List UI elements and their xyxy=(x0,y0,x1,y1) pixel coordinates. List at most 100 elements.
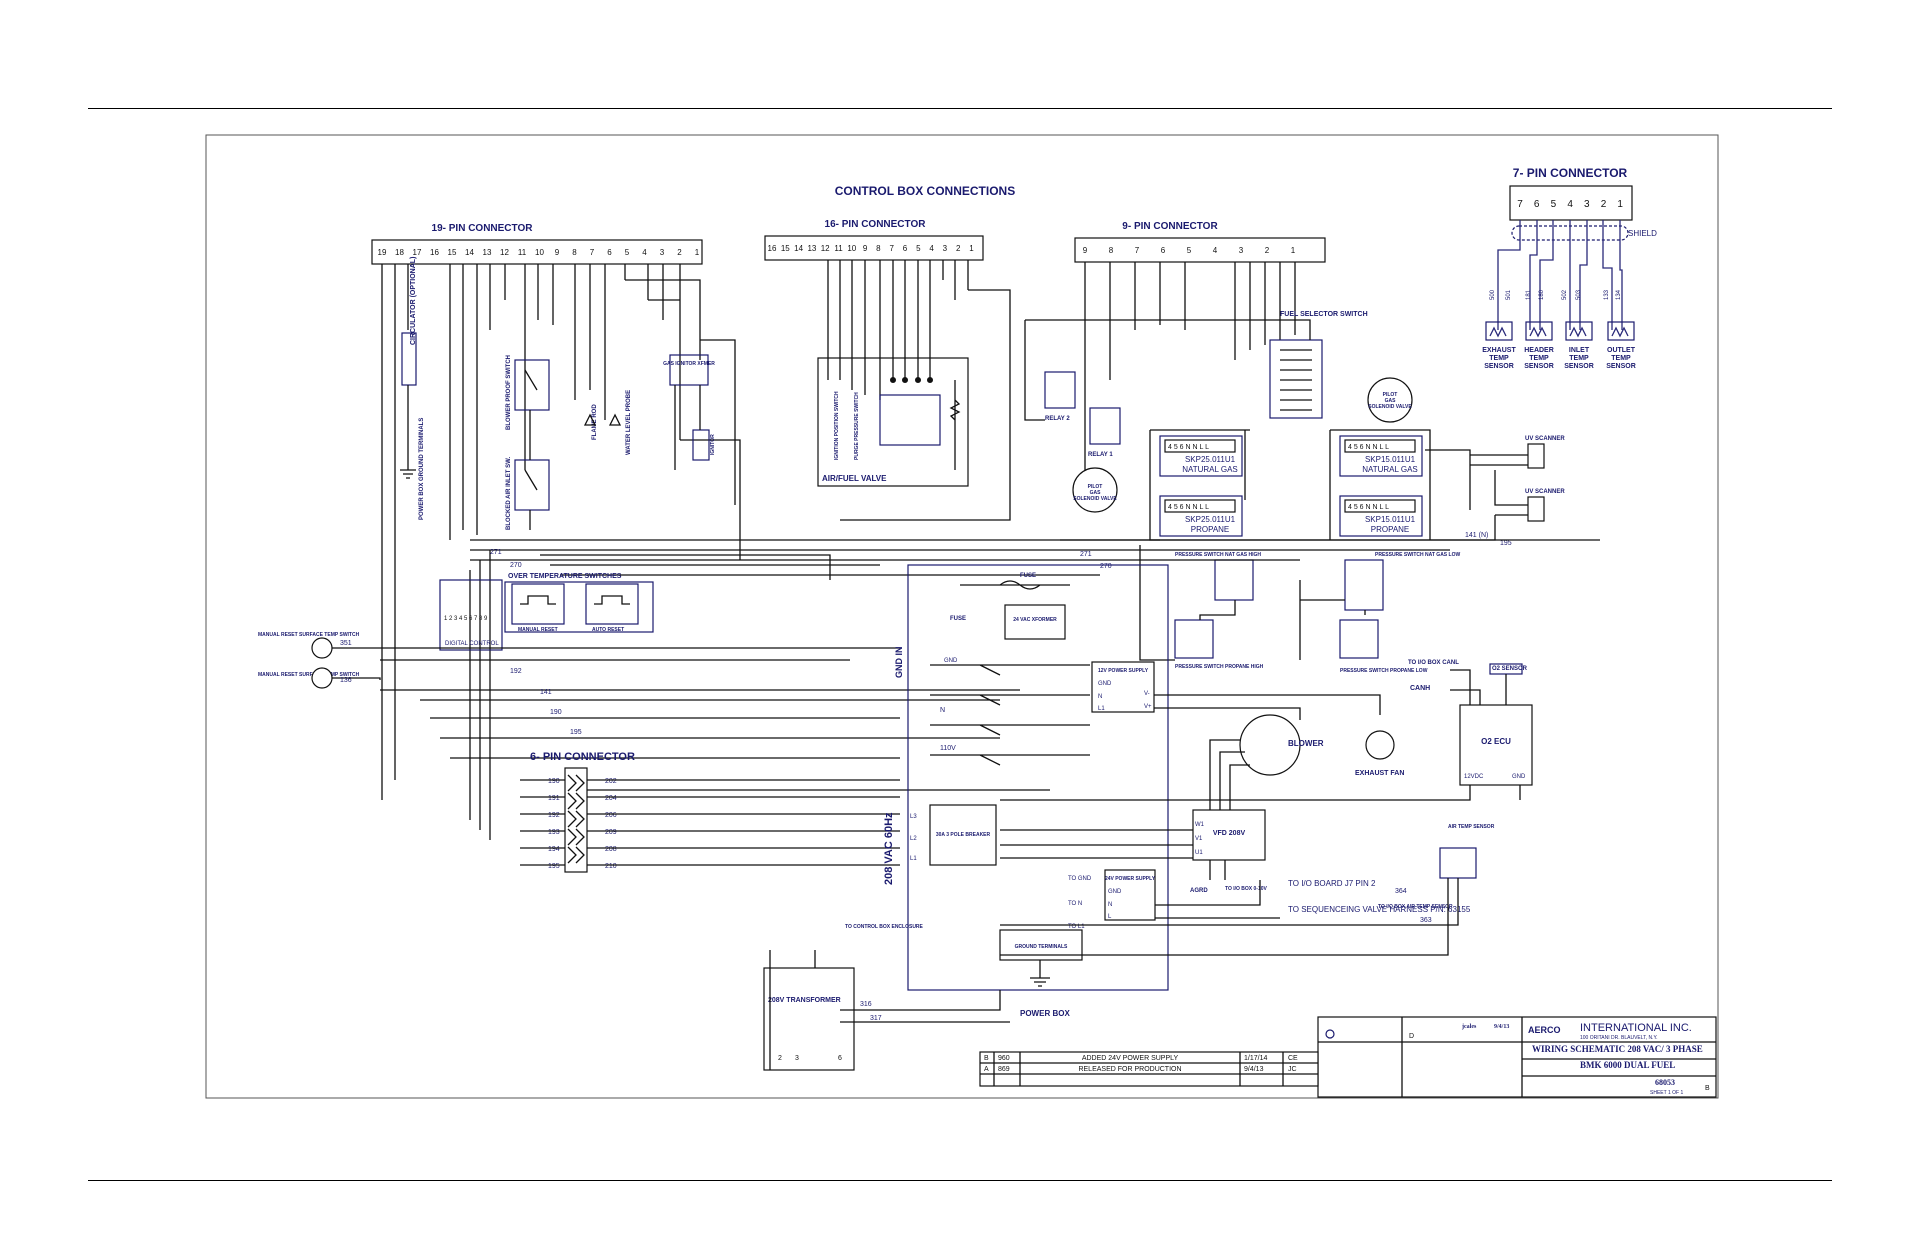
svg-text:270: 270 xyxy=(1100,563,1112,570)
size-letter: D xyxy=(1409,1033,1414,1040)
ps-nat-low-label: PRESSURE SWITCH NAT GAS LOW xyxy=(1375,552,1460,558)
svg-text:190: 190 xyxy=(550,709,562,716)
svg-text:192: 192 xyxy=(510,668,522,675)
connector-19-pin-5: 5 xyxy=(625,248,630,257)
circulator-label: CIRCULATOR (OPTIONAL) xyxy=(410,257,417,345)
connector-16-pin-4: 4 xyxy=(929,244,934,253)
rev-row-letter: B xyxy=(984,1055,989,1062)
io-010-label: TO I/O BOX 0-10V xyxy=(1225,886,1268,892)
breaker-label: 30A 3 POLE BREAKER xyxy=(936,832,991,838)
over-temp-label: OVER TEMPERATURE SWITCHES xyxy=(508,573,622,580)
connector-16-pin-8: 8 xyxy=(876,244,881,253)
connector-19-pin-11: 11 xyxy=(518,248,527,257)
svg-text:PROPANE: PROPANE xyxy=(1191,525,1230,534)
ignition-switch-label: IGNITION POSITION SWITCH xyxy=(834,391,840,460)
svg-text:SKP25.011U1: SKP25.011U1 xyxy=(1185,515,1236,524)
connector-16-pin-12: 12 xyxy=(821,244,830,253)
valve-ng-left: 4 5 6 N N L L SKP25.011U1 NATURAL GAS xyxy=(1159,435,1243,477)
relay-1-label: RELAY 1 xyxy=(1088,452,1113,458)
connector-7-pin-2: 2 xyxy=(1601,199,1607,210)
header-rule xyxy=(88,108,1832,109)
rev-letter: B xyxy=(1705,1085,1710,1092)
sheet-number: SHEET 1 OF 1 xyxy=(1650,1090,1683,1096)
connector-16-pin-7: 7 xyxy=(889,244,894,253)
power-box: POWER BOX FUSE FUSE 24 VAC XFORMER GND I… xyxy=(845,564,1169,1018)
relay-2-label: RELAY 2 xyxy=(1045,416,1070,422)
svg-text:NATURAL GAS: NATURAL GAS xyxy=(1362,465,1418,474)
connector-7-pin-1: 1 xyxy=(1617,199,1623,210)
rev-row-date: 1/17/14 xyxy=(1244,1055,1267,1062)
sensor-wire-label: 502 xyxy=(1562,289,1568,300)
c6-right-wire: 208 xyxy=(605,846,617,853)
svg-text:195: 195 xyxy=(570,729,582,736)
svg-text:V-: V- xyxy=(1144,691,1150,697)
svg-text:U1: U1 xyxy=(1195,850,1203,856)
rev-row-date: 9/4/13 xyxy=(1244,1066,1264,1073)
connector-19-pin-14: 14 xyxy=(465,248,474,257)
connector-19-pin-3: 3 xyxy=(660,248,665,257)
company-name: INTERNATIONAL INC. xyxy=(1580,1022,1692,1034)
to-seq-label: TO SEQUENCEING VALVE HARNESS P/N: 63155 xyxy=(1288,905,1471,914)
c6-right-wire: 206 xyxy=(605,812,617,819)
svg-text:270: 270 xyxy=(510,562,522,569)
connector-9-pin-8: 8 xyxy=(1109,246,1114,255)
drawing-title-line1: WIRING SCHEMATIC 208 VAC/ 3 PHASE xyxy=(1532,1044,1703,1054)
svg-text:271: 271 xyxy=(490,549,502,556)
io-air-label: TO I/O BOX AIR TEMP SENSOR xyxy=(1378,904,1453,910)
ps-pro-low-label: PRESSURE SWITCH PROPANE LOW xyxy=(1340,668,1428,674)
svg-text:V+: V+ xyxy=(1144,704,1152,710)
sensor-wire-label: 133 xyxy=(1604,289,1610,300)
connector-7-label: 7- PIN CONNECTOR xyxy=(1513,166,1628,180)
svg-text:AERCO: AERCO xyxy=(1528,1025,1561,1035)
svg-text:PROPANE: PROPANE xyxy=(1371,525,1410,534)
c6-left-wire: 191 xyxy=(548,795,560,802)
connector-19-pin-2: 2 xyxy=(677,248,682,257)
flame-rod-label: FLAME ROD xyxy=(592,404,598,440)
wiring-19-pin: CIRCULATOR (OPTIONAL) POWER BOX GROUND T… xyxy=(381,257,741,800)
c6-left-wire: 194 xyxy=(548,846,560,853)
title-block: AERCO INTERNATIONAL INC. 100 ORITANI DR.… xyxy=(979,1016,1717,1098)
connector-9-pin-4: 4 xyxy=(1213,246,1218,255)
gnd-in-label: GND IN xyxy=(894,647,904,679)
sensor-wire-label: 180 xyxy=(1539,289,1545,300)
c6-left-wire: 190 xyxy=(548,778,560,785)
connector-9-pin-5: 5 xyxy=(1187,246,1192,255)
connector-9-pin-6: 6 xyxy=(1161,246,1166,255)
to-control-box-label: TO CONTROL BOX ENCLOSURE xyxy=(845,924,924,930)
manual-reset-label: MANUAL RESET xyxy=(518,627,558,633)
svg-text:V1: V1 xyxy=(1195,836,1203,842)
ps-pro-high-label: PRESSURE SWITCH PROPANE HIGH xyxy=(1175,664,1264,670)
svg-text:N: N xyxy=(1098,694,1102,700)
ps-nat-high-label: PRESSURE SWITCH NAT GAS HIGH xyxy=(1175,552,1261,558)
io-canl-label: TO I/O BOX CANL xyxy=(1408,660,1459,666)
connector-7-pin-7: 7 xyxy=(1517,199,1523,210)
connector-9-pin-3: 3 xyxy=(1239,246,1244,255)
svg-text:1 2 3 4 5 6 7 8 9: 1 2 3 4 5 6 7 8 9 xyxy=(444,616,488,622)
diagram-title: CONTROL BOX CONNECTIONS xyxy=(835,184,1015,198)
svg-text:4 5 6 N N L L: 4 5 6 N N L L xyxy=(1348,504,1389,511)
rev-row-by: JC xyxy=(1288,1066,1297,1073)
connector-19-pin-12: 12 xyxy=(500,248,509,257)
ignitor-label: IGNITOR xyxy=(710,434,716,455)
c6-right-wire: 204 xyxy=(605,795,617,802)
svg-text:4 5 6 N N L L: 4 5 6 N N L L xyxy=(1168,504,1209,511)
connector-7-pin-5: 5 xyxy=(1551,199,1557,210)
svg-text:N: N xyxy=(1108,902,1112,908)
svg-text:141: 141 xyxy=(540,689,552,696)
to-io-board-label: TO I/O BOARD J7 PIN 2 xyxy=(1288,879,1376,888)
connector-16-label: 16- PIN CONNECTOR xyxy=(825,219,927,230)
drawn-by: jcales xyxy=(1461,1024,1477,1030)
valve-pr-left: 4 5 6 N N L L SKP25.011U1 PROPANE xyxy=(1159,495,1243,537)
sensor-wire-label: 181 xyxy=(1526,289,1532,300)
xformer-24-label: 24 VAC XFORMER xyxy=(1013,617,1057,623)
connector-16-pin-14: 14 xyxy=(794,244,803,253)
supply-12v-label: 12V POWER SUPPLY xyxy=(1098,668,1149,674)
ground-terminals-label: GROUND TERMINALS xyxy=(1015,944,1068,950)
